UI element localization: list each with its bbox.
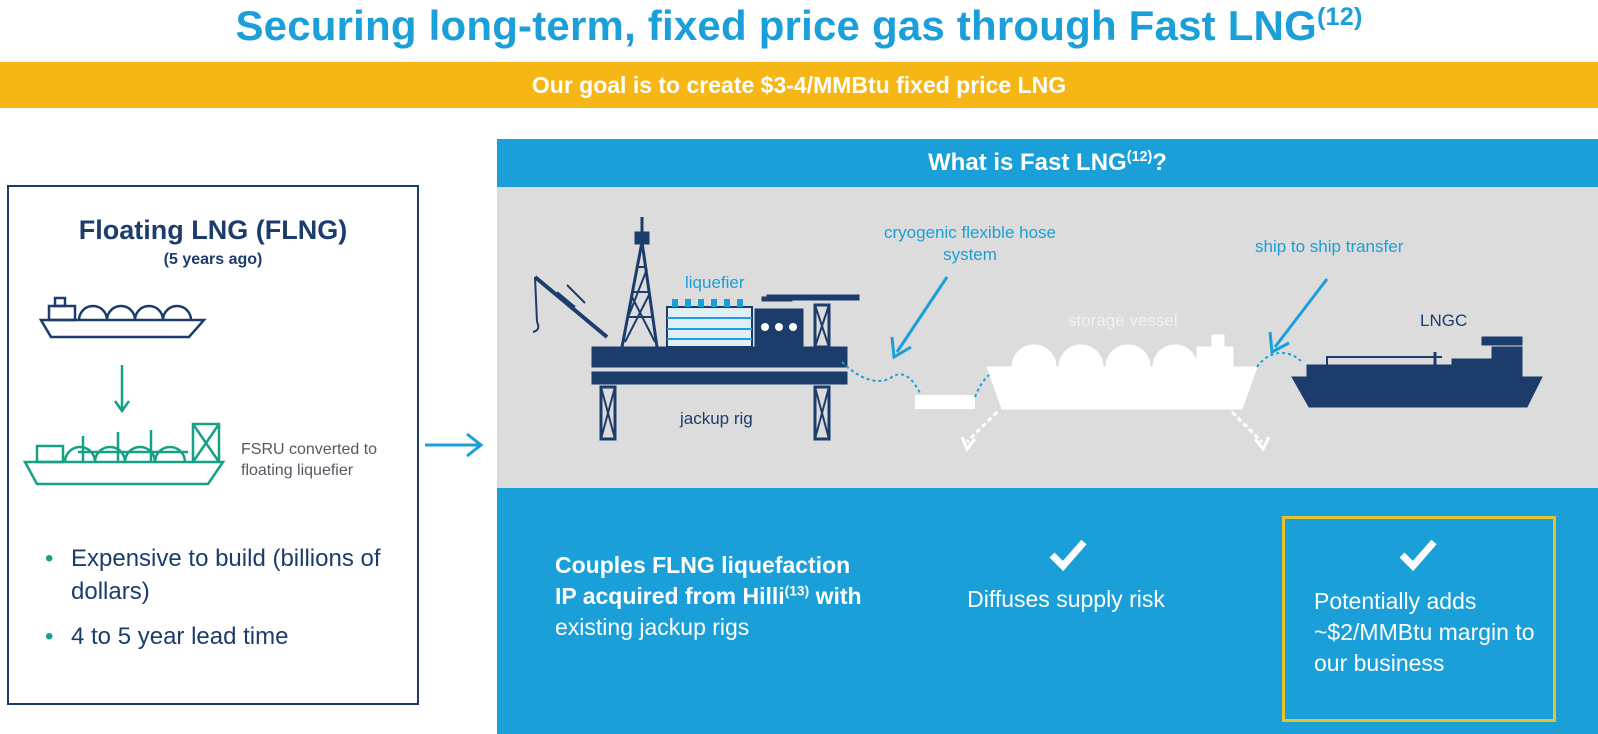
ship-icon — [39, 296, 207, 339]
jackup-rig-icon — [532, 217, 860, 441]
highlight-box — [1282, 516, 1556, 722]
storage-vessel-label: storage vessel — [1068, 311, 1178, 330]
bullet-item: 4 to 5 year lead time — [39, 620, 417, 653]
lngc-label: LNGC — [1420, 311, 1468, 330]
liquefier-label: liquefier — [685, 273, 745, 292]
fast-lng-diagram — [532, 217, 1543, 452]
lngc-ship-icon — [1291, 336, 1543, 408]
down-arrow-icon — [113, 365, 131, 414]
diffuses-text: Diffuses supply risk — [967, 586, 1165, 612]
fsru-label: FSRU converted to floating liquefier — [241, 441, 378, 479]
title-footnote: (12) — [1316, 3, 1363, 31]
page-title: Securing long-term, fixed price gas thro… — [0, 2, 1598, 50]
hose-label: cryogenic flexible hose system — [884, 223, 1056, 264]
couples-footnote: (13) — [784, 583, 810, 599]
flng-panel: Floating LNG (FLNG) (5 years ago) — [7, 185, 419, 705]
storage-vessel-icon — [960, 334, 1271, 452]
title-text: Securing long-term, fixed price gas thro… — [235, 2, 1317, 49]
bullet-item: Expensive to build (billions of dollars) — [39, 542, 417, 608]
header-question: ? — [1152, 149, 1167, 176]
check-icon — [1049, 539, 1087, 571]
flng-title: Floating LNG (FLNG) — [78, 215, 348, 245]
jackup-rig-label: jackup rig — [680, 409, 753, 428]
fsru-ship-icon — [23, 422, 226, 486]
ship-transfer-label: ship to ship transfer — [1255, 237, 1404, 256]
couples-bold-tail: with — [809, 583, 862, 609]
check-icon — [1399, 539, 1437, 571]
header-text: What is Fast LNG — [928, 149, 1127, 176]
couples-text: Couples FLNG liquefaction IP acquired fr… — [555, 550, 875, 643]
flng-bullets: Expensive to build (billions of dollars)… — [39, 542, 417, 665]
goal-banner: Our goal is to create $3-4/MMBtu fixed p… — [0, 62, 1598, 108]
flng-subtitle: (5 years ago) — [163, 251, 263, 268]
benefits-area — [497, 488, 1598, 734]
header-footnote: (12) — [1126, 149, 1153, 165]
couples-rest: existing jackup rigs — [555, 614, 750, 640]
right-arrow-icon — [425, 432, 484, 458]
potential-margin-text: Potentially adds ~$2/MMBtu margin to our… — [1314, 588, 1535, 676]
couples-bold: Couples FLNG liquefaction IP acquired fr… — [555, 552, 851, 609]
what-is-fast-lng-header: What is Fast LNG(12)? — [497, 139, 1598, 187]
